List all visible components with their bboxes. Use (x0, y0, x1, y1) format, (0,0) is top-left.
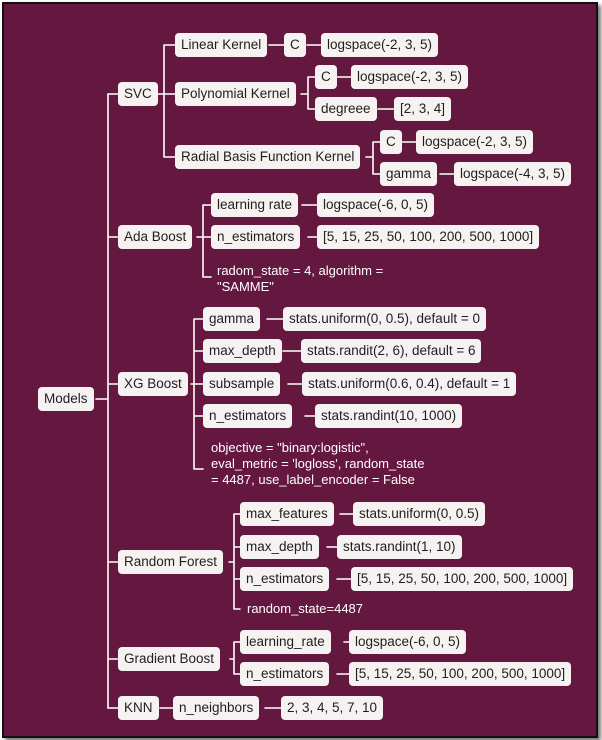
gb-learning-rate-node: learning_rate (240, 630, 331, 654)
ada-n-estimators-node: n_estimators (211, 225, 301, 249)
linear-c-node: C (284, 33, 306, 57)
rbf-kernel-node: Radial Basis Function Kernel (175, 145, 361, 169)
xgb-fixed-params-note: objective = "binary:logistic", eval_metr… (211, 440, 424, 488)
ada-learning-rate-node: learning rate (211, 193, 299, 217)
rf-max-depth-node: max_depth (240, 535, 319, 559)
knn-n-neighbors-value-node: 2, 3, 4, 5, 7, 10 (281, 696, 384, 720)
svc-node: SVC (118, 82, 158, 106)
ada-learning-rate-value-node: logspace(-6, 0, 5) (317, 193, 435, 217)
xgb-gamma-node: gamma (203, 307, 261, 331)
rf-max-features-node: max_features (240, 502, 334, 526)
xgb-gamma-value-node: stats.uniform(0, 0.5), default = 0 (283, 307, 486, 331)
xgb-note-line-1: objective = "binary:logistic", (211, 440, 369, 455)
rf-n-estimators-value-node: [5, 15, 25, 50, 100, 200, 500, 1000] (351, 567, 574, 591)
rbf-gamma-node: gamma (380, 162, 438, 186)
ada-note-line-1: radom_state = 4, algorithm = (217, 263, 384, 278)
ada-boost-node: Ada Boost (118, 225, 193, 249)
poly-degree-node: degreee (315, 97, 377, 121)
rf-n-estimators-node: n_estimators (240, 567, 330, 591)
connector-lines (95, 44, 455, 709)
xg-boost-node: XG Boost (118, 372, 188, 396)
linear-kernel-node: Linear Kernel (175, 33, 268, 57)
ada-note-line-2: "SAMME" (217, 279, 274, 294)
xgb-subsample-node: subsample (203, 372, 281, 396)
ada-n-estimators-value-node: [5, 15, 25, 50, 100, 200, 500, 1000] (317, 225, 540, 249)
rbf-c-value-node: logspace(-2, 3, 5) (416, 130, 534, 154)
poly-c-value-node: logspace(-2, 3, 5) (351, 65, 469, 89)
xgb-n-estimators-value-node: stats.randint(10, 1000) (315, 404, 463, 428)
xgb-subsample-value-node: stats.uniform(0.6, 0.4), default = 1 (302, 372, 517, 396)
knn-n-neighbors-node: n_neighbors (173, 696, 260, 720)
knn-node: KNN (118, 696, 159, 720)
gb-n-estimators-node: n_estimators (240, 662, 330, 686)
models-root-node: Models (38, 387, 94, 411)
xgb-max-depth-node: max_depth (203, 339, 282, 363)
ada-fixed-params-note: radom_state = 4, algorithm = "SAMME" (217, 263, 383, 295)
xgb-max-depth-value-node: stats.randit(2, 6), default = 6 (301, 339, 482, 363)
xgb-note-line-3: = 4487, use_label_encoder = False (211, 472, 415, 487)
gb-n-estimators-value-node: [5, 15, 25, 50, 100, 200, 500, 1000] (349, 662, 572, 686)
rbf-c-node: C (380, 130, 402, 154)
polynomial-kernel-node: Polynomial Kernel (175, 82, 296, 106)
poly-degree-value-node: [2, 3, 4] (394, 97, 452, 121)
rf-max-features-value-node: stats.uniform(0, 0.5) (353, 502, 486, 526)
gradient-boost-node: Gradient Boost (118, 647, 221, 671)
xgb-note-line-2: eval_metric = 'logloss', random_state (211, 456, 425, 471)
rf-max-depth-value-node: stats.randint(1, 10) (337, 535, 462, 559)
random-forest-node: Random Forest (118, 550, 224, 574)
rbf-gamma-value-node: logspace(-4, 3, 5) (454, 162, 572, 186)
xgb-n-estimators-node: n_estimators (203, 404, 293, 428)
poly-c-node: C (315, 65, 337, 89)
gb-learning-rate-value-node: logspace(-6, 0, 5) (349, 630, 467, 654)
linear-c-value-node: logspace(-2, 3, 5) (321, 33, 439, 57)
rf-random-state-note: random_state=4487 (247, 601, 364, 616)
